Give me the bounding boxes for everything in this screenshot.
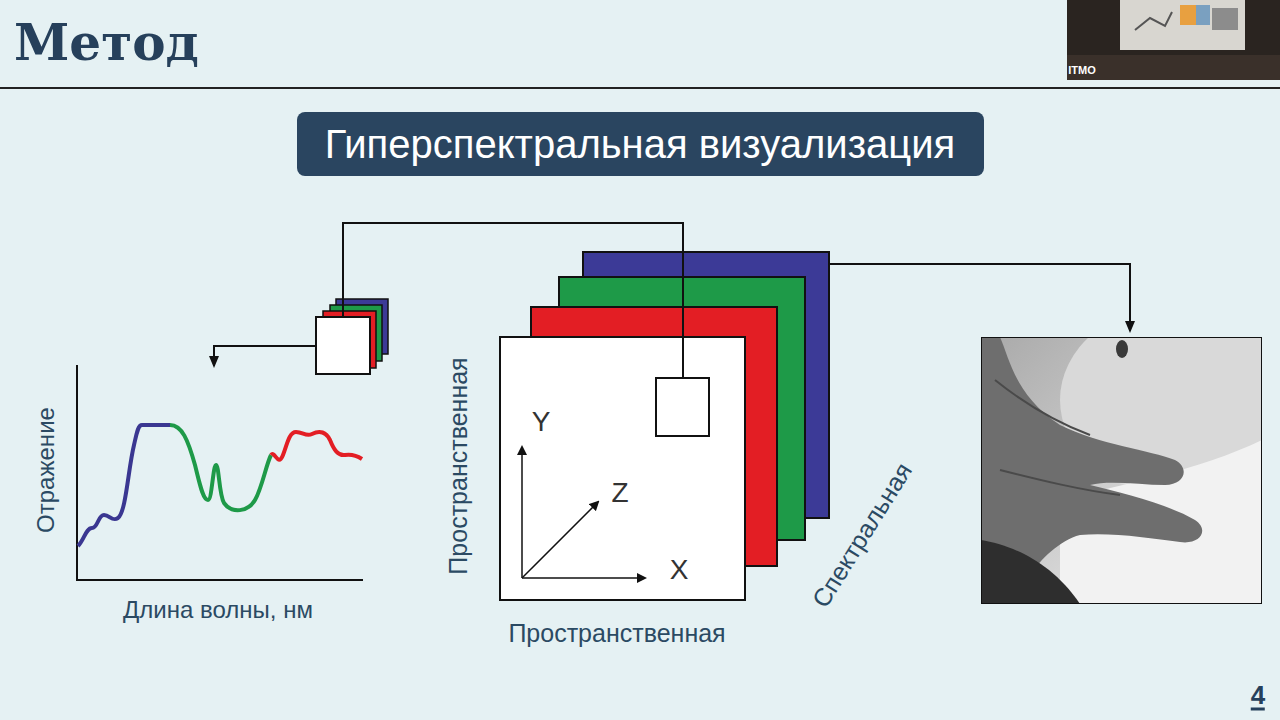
pixel-stack bbox=[316, 299, 388, 374]
page-number: 4 bbox=[1251, 682, 1265, 711]
axis-letter: Y bbox=[532, 406, 551, 438]
header-rule bbox=[0, 87, 1280, 89]
section-banner: Гиперспектральная визуализация bbox=[297, 112, 984, 176]
dimension-label: Пространственная bbox=[444, 357, 473, 574]
axis-title: Длина волны, нм bbox=[123, 596, 313, 624]
slide-title: Метод bbox=[14, 14, 199, 72]
watermark: ITMO bbox=[1068, 64, 1096, 77]
dimension-label: Пространственная bbox=[508, 619, 725, 648]
axis-letter: X bbox=[670, 554, 689, 586]
webcam-thumbnail bbox=[1067, 0, 1280, 80]
photo bbox=[981, 337, 1262, 604]
axis-title: Отражение bbox=[32, 407, 60, 533]
axes bbox=[522, 447, 645, 578]
axis-letter: Z bbox=[611, 477, 628, 509]
reflectance-chart bbox=[76, 365, 363, 581]
banner-text: Гиперспектральная визуализация bbox=[325, 122, 955, 167]
hyperspectral-cube bbox=[500, 252, 829, 600]
